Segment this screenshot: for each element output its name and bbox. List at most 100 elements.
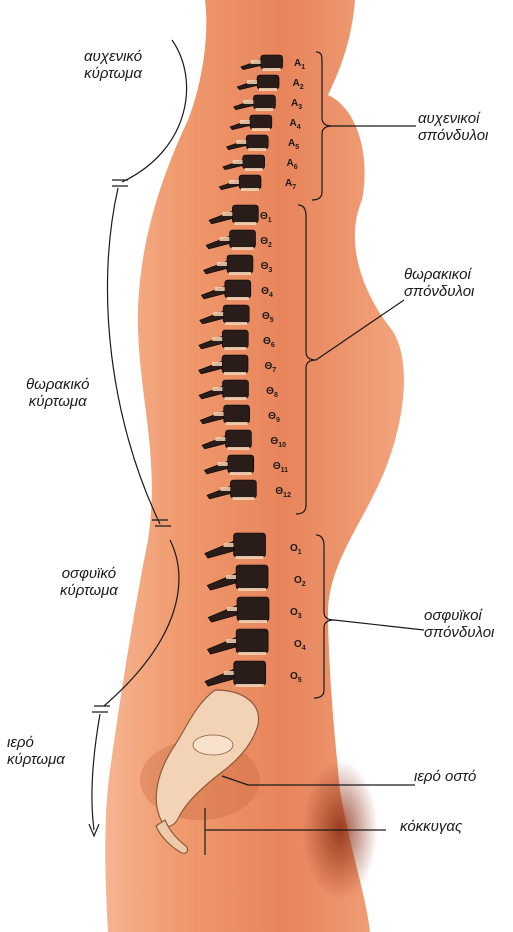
intervertebral-disc [255,108,273,111]
curve-label-line: κύρτωμα [26,393,89,410]
vertebra-letter: A [293,78,300,89]
intervertebral-disc [248,148,266,151]
vertebral-body [234,533,266,557]
intervertebral-disc [236,556,264,559]
vertebra-number: 4 [269,292,273,299]
vertebra-number: 7 [272,367,276,374]
group-label-line: θωρακικοί [404,266,474,283]
vertebra-number: 5 [270,317,274,324]
facet-highlight [212,337,222,341]
intervertebral-disc [263,68,281,71]
vertebral-body [230,230,256,248]
sacrum-label: ιερό οστό [414,768,476,785]
vertebra-letter: A [288,138,295,149]
intervertebral-disc [241,188,259,191]
intervertebral-disc [245,168,263,171]
vertebral-body [225,280,251,298]
intervertebral-disc [252,128,270,131]
thoracic-curvature-label: θωρακικό κύρτωμα [26,376,89,411]
vertebra-letter: A [287,158,294,169]
vertebra-number: 8 [274,392,278,399]
vertebral-body [224,405,250,423]
facet-highlight [224,671,234,675]
facet-highlight [222,212,232,216]
facet-highlight [227,607,237,611]
facet-highlight [243,100,253,104]
lumbar-vertebrae-label: οσφυϊκοί σπόνδυλοι [424,607,494,642]
facet-highlight [220,237,230,241]
intervertebral-disc [227,297,249,300]
vertebral-body [250,115,272,129]
vertebral-body [222,355,248,373]
vertebra-number: 12 [283,492,291,499]
facet-highlight [236,140,246,144]
facet-highlight [212,387,222,391]
vertebral-body [239,175,261,189]
vertebra-number: 2 [300,84,304,91]
intervertebral-disc [238,652,266,655]
vertebra-number: 9 [276,417,280,424]
intervertebral-disc [226,422,248,425]
group-label-line: σπόνδυλοι [424,624,494,641]
vertebral-body [236,629,268,653]
facet-highlight [218,462,228,466]
facet-highlight [247,80,257,84]
vertebral-body [243,155,265,169]
vertebra-number: 5 [295,144,299,151]
intervertebral-disc [224,347,246,350]
group-label-line: αυχενικοί [418,110,488,127]
facet-highlight [220,487,230,491]
vertebra-number: 1 [268,217,272,224]
vertebral-body [246,135,268,149]
vertebra-number: 3 [268,267,272,274]
group-label-line: σπόνδυλοι [404,283,474,300]
vertebral-body [223,305,249,323]
vertebral-body [236,565,268,589]
lumbar-leader [334,620,424,630]
vertebral-body [222,330,248,348]
tick-lumbar-sacral [92,706,110,712]
vertebra-number: 4 [297,124,301,131]
curve-label-line: οσφυϊκό [60,565,118,582]
vertebra-number: 5 [298,677,302,684]
vertebra-number: 10 [278,442,286,449]
intervertebral-disc [238,588,266,591]
facet-highlight [212,362,222,366]
intervertebral-disc [230,472,252,475]
facet-highlight [215,287,225,291]
curve-label-line: ιερό [7,734,65,751]
facet-highlight [233,160,243,164]
intervertebral-disc [224,397,246,400]
facet-highlight [226,575,236,579]
vertebra-letter: A [291,98,298,109]
vertebral-body [228,455,254,473]
vertebra-letter: A [285,178,292,189]
facet-highlight [226,639,236,643]
facet-highlight [213,312,223,316]
facet-highlight [214,412,224,416]
vertebra-number: 3 [298,104,302,111]
curve-label-line: θωρακικό [26,376,89,393]
vertebra-number: 11 [281,467,289,474]
sacral-curve-arc [92,714,100,830]
cervical-curvature-label: αυχενικό κύρτωμα [84,48,142,83]
intervertebral-disc [239,620,267,623]
curve-label-line: αυχενικό [84,48,142,65]
facet-highlight [240,120,250,124]
facet-highlight [215,437,225,441]
vertebra-number: 2 [268,242,272,249]
facet-highlight [229,180,239,184]
lumbar-curvature-label: οσφυϊκό κύρτωμα [60,565,118,600]
intervertebral-disc [232,247,254,250]
vertebra-number: 6 [271,342,275,349]
cervical-vertebrae-label: αυχενικοί σπόνδυλοι [418,110,488,145]
thoracic-vertebrae-label: θωρακικοί σπόνδυλοι [404,266,474,301]
vertebral-body [261,55,283,69]
vertebral-body [225,430,251,448]
vertebral-body [257,75,279,89]
vertebra-number: 7 [292,184,296,191]
intervertebral-disc [259,88,277,91]
intervertebral-disc [234,222,256,225]
vertebral-body [237,597,269,621]
